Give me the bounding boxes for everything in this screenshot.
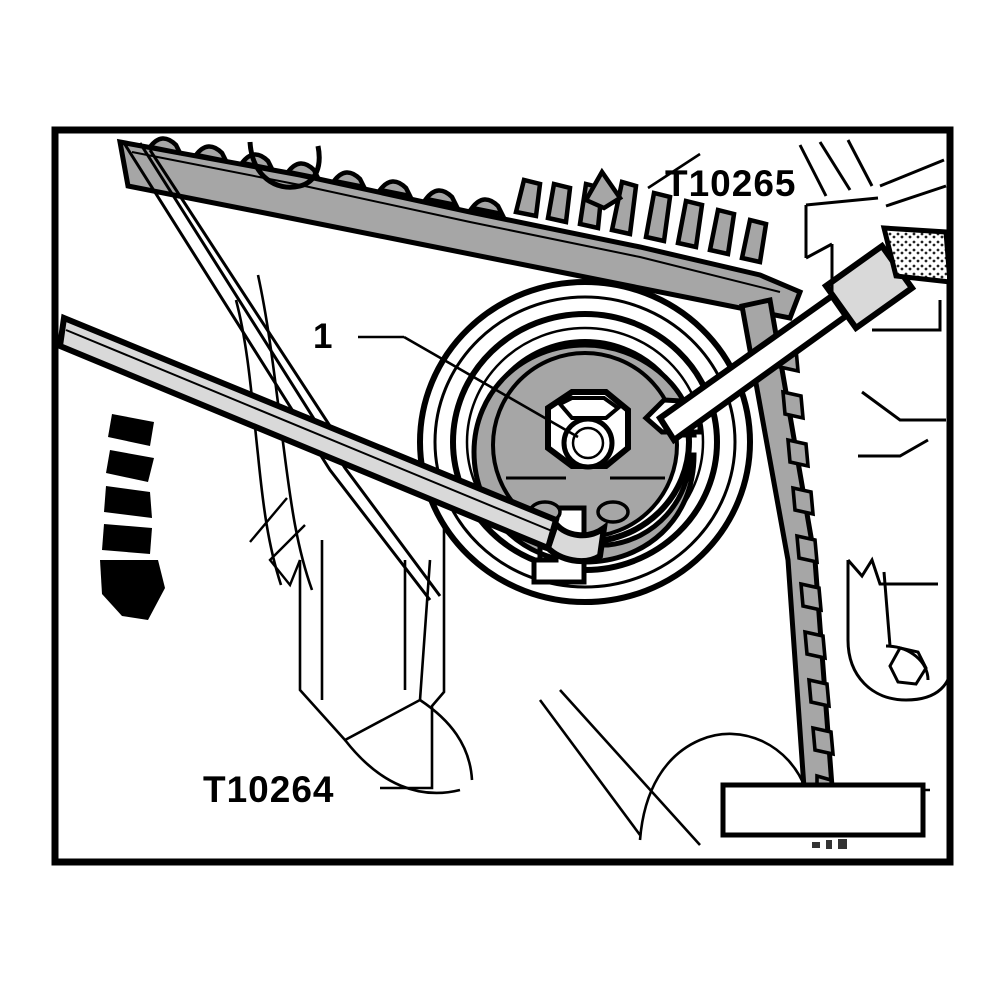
top-arc-detail bbox=[247, 141, 322, 190]
right-bracket-outlines bbox=[846, 300, 947, 702]
cover-edge-lines bbox=[249, 497, 306, 588]
belt-left-run bbox=[122, 142, 442, 601]
blank-label-box bbox=[720, 782, 926, 849]
callout-leader-lines bbox=[358, 152, 701, 790]
timing-belt-right bbox=[739, 297, 836, 805]
tool-t10264-bar bbox=[58, 313, 608, 565]
engine-body-outlines bbox=[234, 274, 930, 846]
background-hatch-lines bbox=[798, 139, 947, 258]
label-t10265: T10265 bbox=[665, 163, 797, 204]
timing-belt-inner-edge bbox=[131, 151, 781, 293]
centre-hex-bolt bbox=[545, 389, 631, 470]
label-callout-one: 1 bbox=[313, 317, 334, 356]
rotation-arrow bbox=[100, 414, 165, 620]
label-t10264: T10264 bbox=[203, 769, 335, 810]
tool-t10265-block bbox=[655, 225, 947, 445]
